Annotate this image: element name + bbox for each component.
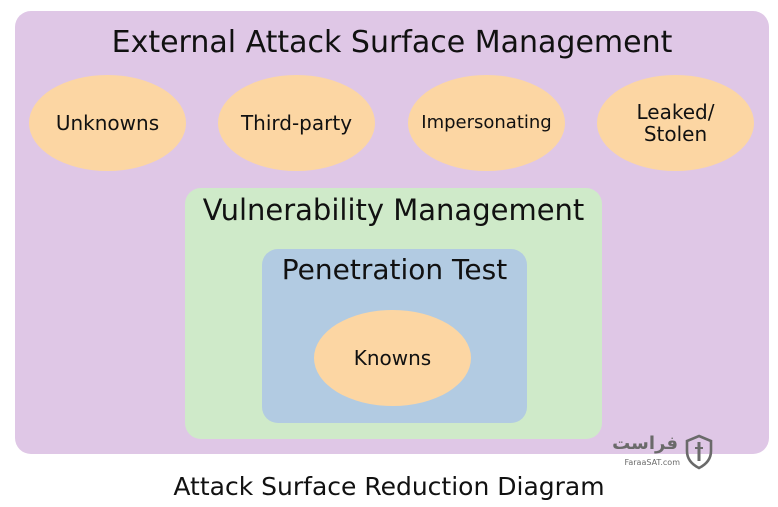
leaked-stolen-label: Leaked/ Stolen <box>636 100 715 146</box>
third-party-label: Third-party <box>240 111 353 135</box>
knowns-ellipse: Knowns <box>314 310 471 406</box>
watermark-logo: فراست FaraaSAT.com <box>610 432 720 474</box>
unknowns-label: Unknowns <box>55 111 160 135</box>
leaked-stolen-ellipse: Leaked/ Stolen <box>597 75 754 171</box>
penetration-test-title: Penetration Test <box>281 253 508 286</box>
impersonating-ellipse: Impersonating <box>408 75 565 171</box>
unknowns-ellipse: Unknowns <box>29 75 186 171</box>
shield-icon <box>685 434 713 470</box>
outer-title: External Attack Surface Management <box>111 25 673 60</box>
diagram-caption: Attack Surface Reduction Diagram <box>173 472 605 501</box>
vulnerability-management-title: Vulnerability Management <box>202 193 585 227</box>
watermark-latin-text: FaraaSAT.com <box>624 458 680 467</box>
third-party-ellipse: Third-party <box>218 75 375 171</box>
knowns-label: Knowns <box>353 346 432 370</box>
watermark-arabic-text: فراست <box>612 433 678 454</box>
impersonating-label: Impersonating <box>421 112 552 134</box>
